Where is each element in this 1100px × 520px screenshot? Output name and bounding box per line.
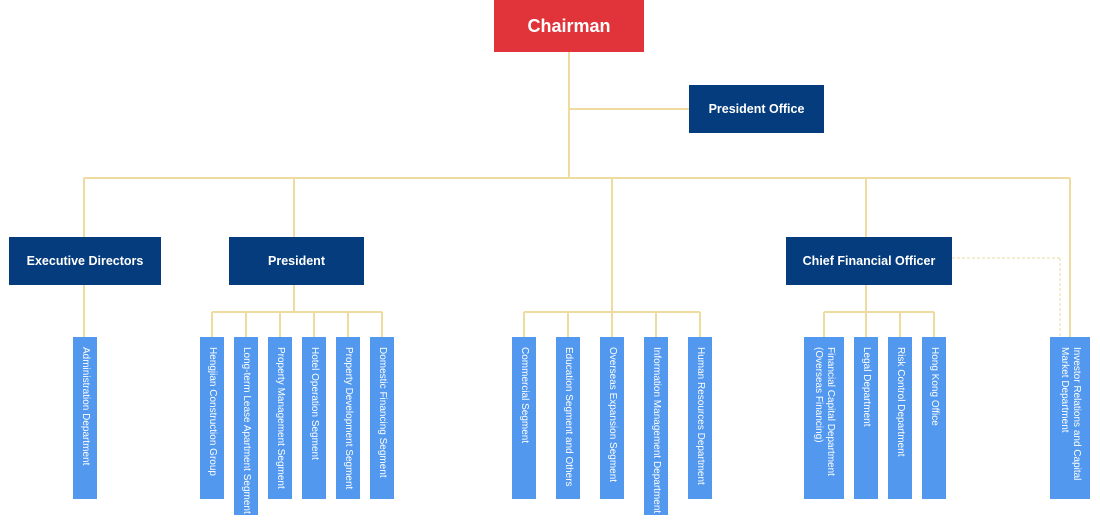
dept-label: Financial Capital Department (Overseas F… [813, 347, 836, 476]
chairman-box: Chairman [494, 0, 644, 52]
dept-human-resources: Human Resources Department [688, 337, 712, 499]
dept-label: Investor Relations and Capital Market De… [1059, 347, 1082, 481]
dept-property-development: Property Development Segment [336, 337, 360, 499]
dept-label: Legal Department [861, 347, 872, 427]
president-office-box: President Office [689, 85, 824, 133]
cfo-box: Chief Financial Officer [786, 237, 952, 285]
dept-label: Property Development Segment [343, 347, 354, 490]
dept-overseas-expansion: Overseas Expansion Segment [600, 337, 624, 499]
chairman-label: Chairman [527, 15, 611, 36]
dept-label: Long-term Lease Apartment Segment [241, 347, 252, 514]
president-label: President [268, 254, 325, 268]
dept-property-management: Property Management Segment [268, 337, 292, 499]
president-office-label: President Office [708, 102, 805, 116]
executive-directors-box: Executive Directors [9, 237, 161, 285]
executive-directors-label: Executive Directors [26, 254, 144, 268]
cfo-label: Chief Financial Officer [802, 254, 936, 268]
dept-label: Hengjian Construction Group [207, 347, 218, 476]
dept-label: Hong Kong Office [929, 347, 940, 426]
dept-information-management: Information Management Department [644, 337, 668, 515]
dept-financial-capital: Financial Capital Department (Overseas F… [804, 337, 844, 499]
dept-hengjian-construction: Hengjian Construction Group [200, 337, 224, 499]
dept-label: Overseas Expansion Segment [607, 347, 618, 483]
dept-hong-kong-office: Hong Kong Office [922, 337, 946, 499]
dept-label: Commercial Segment [519, 347, 530, 444]
dept-administration: Administration Department [73, 337, 97, 499]
dept-label: Domestic Financing Segment [377, 347, 388, 478]
dept-label: Property Management Segment [275, 347, 286, 489]
president-box: President [229, 237, 364, 285]
dept-label: Human Resources Department [695, 347, 706, 485]
dept-domestic-financing: Domestic Financing Segment [370, 337, 394, 499]
dept-label: Hotel Operation Segment [309, 347, 320, 460]
dept-commercial: Commercial Segment [512, 337, 536, 499]
dept-label: Administration Department [80, 347, 91, 466]
dept-label: Education Segment and Others [563, 347, 574, 487]
dept-risk-control: Risk Control Department [888, 337, 912, 499]
dept-education: Education Segment and Others [556, 337, 580, 499]
dept-label: Risk Control Department [895, 347, 906, 457]
dept-legal: Legal Department [854, 337, 878, 499]
dept-label: Information Management Department [651, 347, 662, 514]
dept-long-term-lease: Long-term Lease Apartment Segment [234, 337, 258, 515]
dept-investor-relations: Investor Relations and Capital Market De… [1050, 337, 1090, 499]
dept-hotel-operation: Hotel Operation Segment [302, 337, 326, 499]
